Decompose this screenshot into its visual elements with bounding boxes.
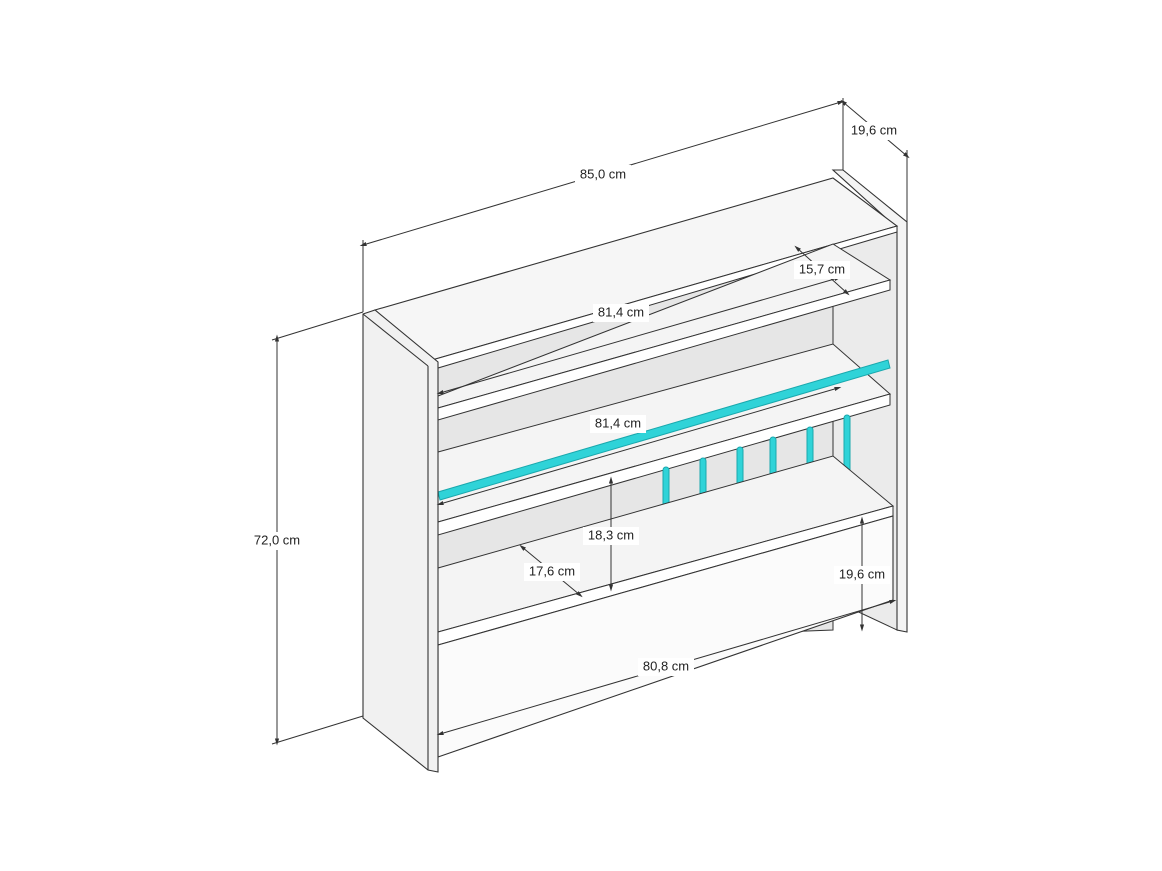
- height-label: 72,0 cm: [254, 532, 300, 547]
- dimension-lines: [274, 99, 910, 746]
- left-panel-side: [362, 309, 439, 773]
- drawer-height-label: 19,6 cm: [839, 566, 885, 581]
- middle-shelf-length-label: 81,4 cm: [595, 415, 641, 430]
- drawer-width-label: 80,8 cm: [643, 658, 689, 673]
- width-label: 85,0 cm: [580, 166, 626, 181]
- top-shelf-depth-label: 15,7 cm: [799, 261, 845, 276]
- bottom-shelf-depth-label: 17,6 cm: [529, 563, 575, 578]
- top-shelf-length-label: 81,4 cm: [598, 304, 644, 319]
- compartment-height-label: 18,3 cm: [588, 527, 634, 542]
- dimension-labels: 85,0 cm 19,6 cm 72,0 cm 15,7 cm 81,4 cm …: [248, 122, 902, 676]
- depth-label: 19,6 cm: [851, 122, 897, 137]
